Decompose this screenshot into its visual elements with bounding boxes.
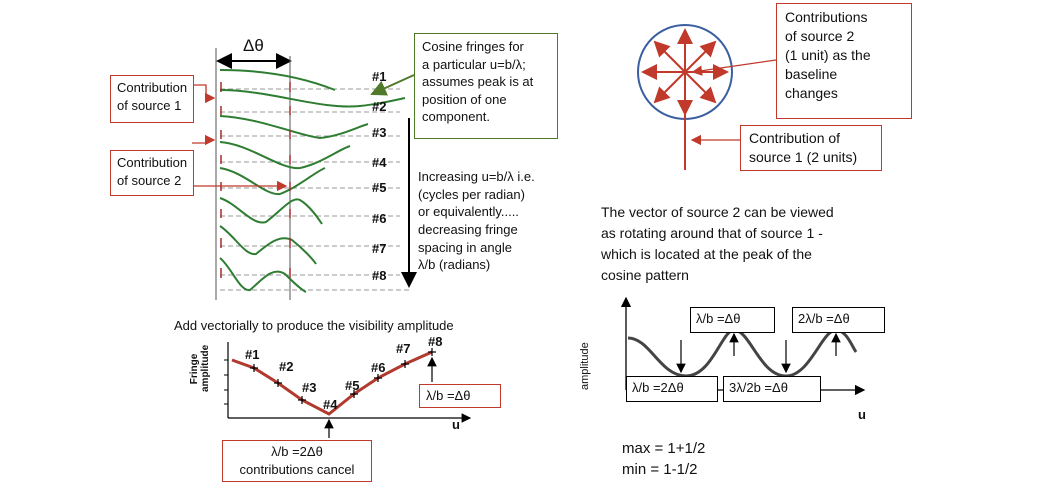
source2-contribution-box: Contribution of source 2 xyxy=(110,150,194,196)
cosine-fringes-box: Cosine fringes for a particular u=b/λ; a… xyxy=(414,33,558,139)
fringe-box-arrow xyxy=(370,74,415,96)
source2-box-arrow xyxy=(691,59,777,76)
point-label-8: #8 xyxy=(428,334,443,349)
row-label-4: #4 xyxy=(372,155,387,170)
row-label-6: #6 xyxy=(372,211,387,226)
source-ticks xyxy=(220,82,291,278)
label-3lambda-2b-delta: 3λ/2b =Δθ xyxy=(723,376,821,402)
point-label-1: #1 xyxy=(245,347,260,362)
fringe-curve-8 xyxy=(219,257,307,293)
point-label-4: #4 xyxy=(323,397,338,412)
amplitude-x-label: u xyxy=(858,407,866,422)
contributions-cancel-box: λ/b =2Δθ contributions cancel xyxy=(222,440,372,482)
amplitude-curve xyxy=(627,328,858,378)
visibility-points xyxy=(250,348,436,404)
point-label-3: #3 xyxy=(302,380,317,395)
chart-y-ticks xyxy=(224,359,228,405)
cosine-fringe-curves xyxy=(219,69,406,293)
fringe-amplitude-label: Fringe amplitude xyxy=(189,344,211,392)
fringe-curve-6 xyxy=(219,197,323,225)
fringe-curve-3 xyxy=(219,115,369,140)
fringe-curve-1 xyxy=(219,69,336,91)
label-2lambda-b-delta: 2λ/b =Δθ xyxy=(792,307,885,333)
increasing-u-text: Increasing u=b/λ i.e. (cycles per radian… xyxy=(418,169,535,273)
source2-contributions-box: Contributions of source 2 (1 unit) as th… xyxy=(776,3,912,119)
vector-explanation-text: The vector of source 2 can be viewed as … xyxy=(601,204,834,283)
add-vectorially-text: Add vectorially to produce the visibilit… xyxy=(174,318,454,333)
point-label-5: #5 xyxy=(345,378,360,393)
source2-vectors xyxy=(641,28,729,116)
source1-contribution-box: Contribution of source 1 xyxy=(110,75,194,123)
row-label-1: #1 xyxy=(372,69,387,84)
min-formula: min = 1-1/2 xyxy=(622,461,698,478)
label-lambda-b-2delta: λ/b =2Δθ xyxy=(626,376,718,402)
delta-theta-small-box: λ/b =Δθ xyxy=(419,384,501,408)
point-label-6: #6 xyxy=(371,360,386,375)
fringe-curve-2 xyxy=(219,89,406,108)
point-label-7: #7 xyxy=(396,341,411,356)
row-label-3: #3 xyxy=(372,125,387,140)
source1-arrow xyxy=(192,84,216,104)
fringe-curve-4 xyxy=(219,141,351,170)
row-label-7: #7 xyxy=(372,241,387,256)
fringe-curve-5 xyxy=(219,167,326,196)
row-label-2: #2 xyxy=(372,99,387,114)
delta-theta-label: Δθ xyxy=(243,36,264,55)
visibility-curve xyxy=(231,350,433,416)
row-label-5: #5 xyxy=(372,180,387,195)
label-lambda-b-delta: λ/b =Δθ xyxy=(690,307,775,333)
chart-x-label: u xyxy=(452,417,460,432)
source1-arrow-lower xyxy=(192,134,216,146)
fringe-curve-7 xyxy=(219,225,317,265)
max-formula: max = 1+1/2 xyxy=(622,440,706,457)
row-label-8: #8 xyxy=(372,268,387,283)
point-label-2: #2 xyxy=(279,359,294,374)
source1-contribution-right-box: Contribution of source 1 (2 units) xyxy=(740,125,882,171)
amplitude-axis-label: amplitude xyxy=(579,342,591,390)
